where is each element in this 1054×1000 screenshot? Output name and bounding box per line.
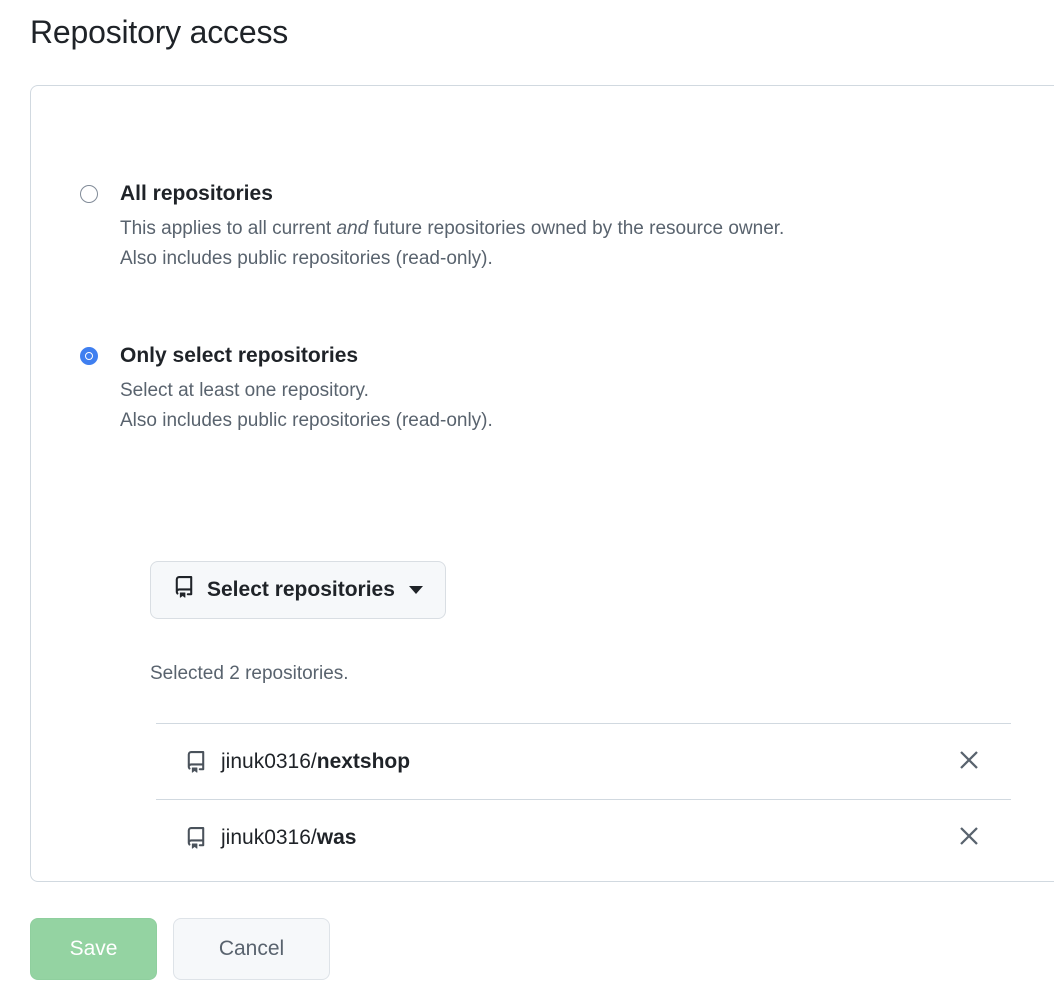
repository-owner: jinuk0316/ — [221, 825, 317, 849]
select-repositories-button-label: Select repositories — [207, 578, 395, 601]
selected-repositories-list: jinuk0316/nextshop jinuk0316/was — [156, 723, 1011, 875]
radio-label-only-select-repositories: Only select repositories — [120, 344, 359, 367]
repo-icon — [173, 576, 195, 604]
desc-post: future repositories owned by the resourc… — [368, 218, 785, 239]
radio-option-all-repositories[interactable]: All repositories This applies to all cur… — [80, 181, 784, 274]
radio-label-all-repositories: All repositories — [120, 182, 273, 205]
repository-short-name: nextshop — [316, 749, 411, 773]
page-title: Repository access — [30, 14, 289, 50]
desc-pre: This applies to all current — [120, 218, 337, 239]
radio-description-all-line1: This applies to all current and future r… — [120, 214, 784, 244]
save-button[interactable]: Save — [30, 918, 157, 980]
form-actions: Save Cancel — [30, 918, 330, 980]
radio-description-only-line1: Select at least one repository. — [120, 380, 369, 401]
table-row: jinuk0316/was — [156, 799, 1011, 875]
radio-description-all-line2: Also includes public repositories (read-… — [120, 248, 493, 269]
repository-owner: jinuk0316/ — [221, 749, 317, 773]
radio-description-only-line2: Also includes public repositories (read-… — [120, 410, 493, 431]
remove-repository-button[interactable] — [954, 747, 984, 777]
repository-name: jinuk0316/nextshop — [221, 750, 410, 774]
repository-short-name: was — [316, 825, 357, 849]
close-icon — [957, 824, 981, 851]
remove-repository-button[interactable] — [954, 823, 984, 853]
table-row: jinuk0316/nextshop — [156, 723, 1011, 799]
close-icon — [957, 748, 981, 775]
desc-emphasis: and — [336, 218, 369, 239]
chevron-down-icon — [408, 586, 423, 594]
radio-all-repositories[interactable] — [80, 185, 98, 203]
radio-option-only-select-repositories[interactable]: Only select repositories Select at least… — [80, 343, 493, 436]
radio-only-select-repositories[interactable] — [80, 347, 98, 365]
repository-access-card: All repositories This applies to all cur… — [30, 85, 1054, 882]
select-repositories-button[interactable]: Select repositories — [150, 561, 446, 619]
selected-repositories-count: Selected 2 repositories. — [150, 663, 349, 684]
repository-name: jinuk0316/was — [221, 826, 356, 850]
cancel-button[interactable]: Cancel — [173, 918, 330, 980]
repo-icon — [185, 826, 207, 849]
repo-icon — [185, 750, 207, 773]
